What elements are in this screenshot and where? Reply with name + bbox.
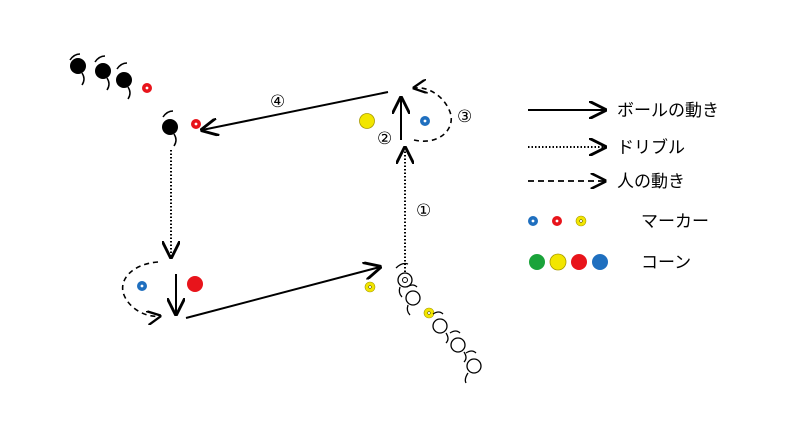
legend-dribble-label: ドリブル xyxy=(617,137,685,158)
black-player xyxy=(94,55,111,91)
red-marker xyxy=(142,83,152,93)
ball-icon xyxy=(402,277,408,283)
step-label-2: ② xyxy=(377,129,392,149)
legend-blue-marker xyxy=(528,216,538,226)
ball-movement-arrow xyxy=(185,267,380,319)
white-player xyxy=(464,350,482,384)
yellow-cone xyxy=(359,113,375,129)
blue-marker xyxy=(420,116,430,126)
black-player-corner xyxy=(162,110,178,147)
legend-blue-cone xyxy=(592,254,608,270)
step-label-1: ① xyxy=(416,201,431,221)
legend-ball-movement-label: ボールの動き xyxy=(617,101,719,121)
player-movement-arrow xyxy=(414,88,453,142)
legend-green-cone xyxy=(529,254,545,270)
legend-player-movement-label: 人の動き xyxy=(617,172,685,192)
blue-marker xyxy=(137,281,147,291)
ball-movement-arrow xyxy=(202,91,389,130)
legend-yellow-cone xyxy=(549,253,567,271)
black-player-queue xyxy=(69,53,152,100)
legend-markers-label: マーカー xyxy=(641,212,709,232)
white-player-with-ball xyxy=(395,262,413,298)
legend-yellow-marker xyxy=(575,215,587,227)
red-cone xyxy=(187,276,203,292)
player-movement-arrow xyxy=(121,261,160,316)
black-player xyxy=(69,53,86,86)
black-player xyxy=(116,62,132,100)
legend-red-marker xyxy=(552,216,562,226)
step-label-3: ③ xyxy=(457,107,472,127)
white-player xyxy=(405,284,421,316)
white-player xyxy=(432,311,449,344)
legend-red-cone xyxy=(571,254,587,270)
step-label-4: ④ xyxy=(270,92,285,112)
red-marker xyxy=(191,119,201,129)
legend-cones-label: コーン xyxy=(641,253,691,273)
yellow-marker xyxy=(423,307,435,319)
legend: ボールの動き ドリブル 人の動き マーカー コーン xyxy=(528,101,719,273)
white-player xyxy=(449,330,467,363)
yellow-marker xyxy=(364,281,376,293)
